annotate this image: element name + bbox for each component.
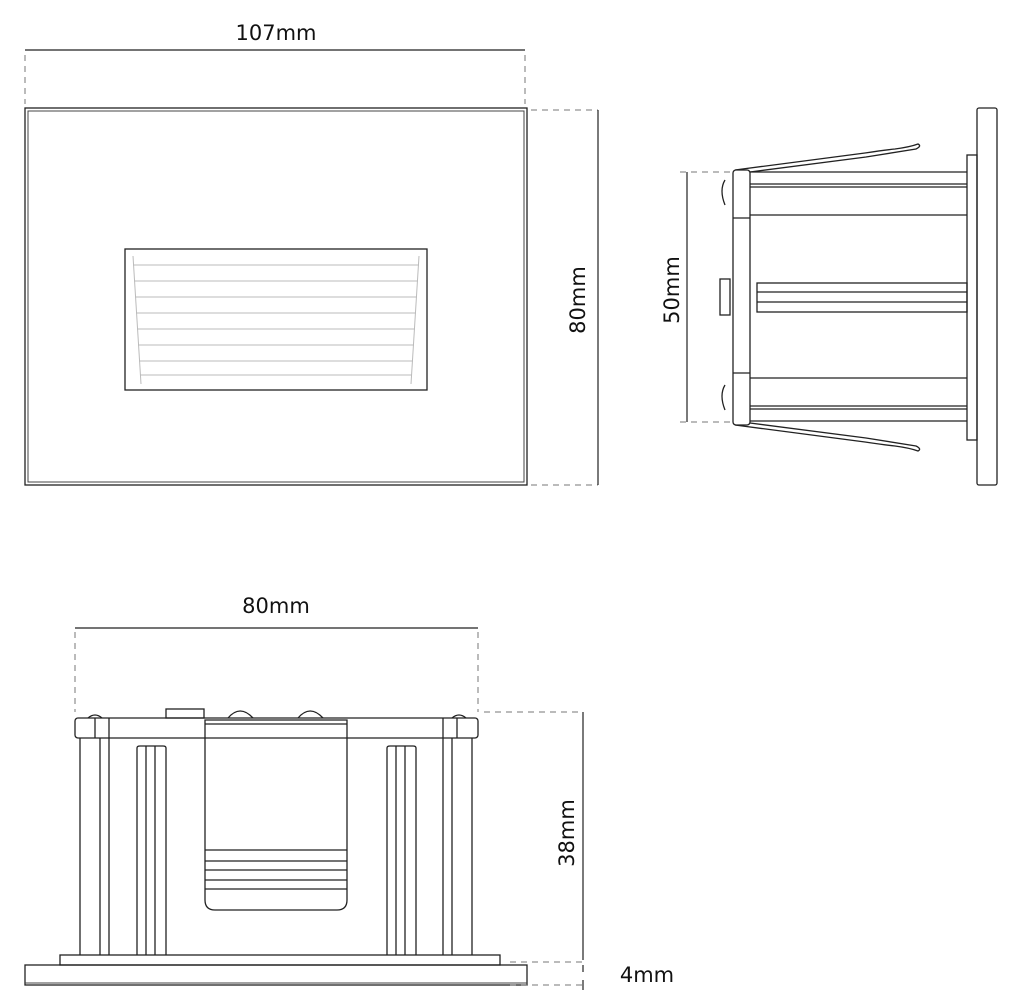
screw-head [227,710,254,719]
base-plate [24,964,528,986]
side-depth-label: 50mm [660,256,684,324]
louver-lines [132,255,420,385]
front-height-label: 80mm [566,266,590,334]
front-width-label: 107mm [235,21,317,45]
screw-head [297,710,324,719]
front-view [24,49,599,486]
spring-clip-bottom [734,422,921,452]
screw-head-bottom [721,384,726,411]
top-rail [74,717,479,739]
light-window [124,248,428,391]
center-clip [204,719,348,911]
plate-thickness-label: 4mm [619,963,675,987]
spring-clip-top [734,143,921,173]
bottom-view [24,627,584,990]
screw-head-top [721,179,726,206]
bottom-width-label: 80mm [242,594,310,618]
bottom-height-label: 38mm [555,799,579,867]
side-flange [976,107,998,486]
side-view [680,107,998,486]
front-faceplate [24,107,528,486]
